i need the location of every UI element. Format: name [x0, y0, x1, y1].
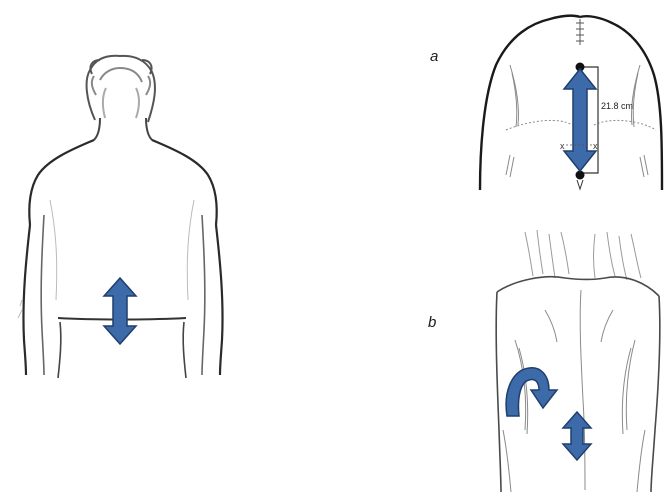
- panel-a-back-outline: [480, 16, 662, 190]
- rotation-arrow-icon: [506, 368, 557, 416]
- panel-b-figure: [485, 230, 664, 493]
- back-figure-main-drawing: [0, 0, 240, 390]
- panel-a-spine-marks: [576, 19, 584, 45]
- panel-a-left-x-mark: x: [560, 141, 565, 151]
- panel-b-back-shading: [503, 290, 645, 492]
- panel-b-label: b: [428, 314, 436, 331]
- torso-outline: [23, 140, 222, 378]
- panel-a-label: a: [430, 48, 438, 65]
- panel-a-figure: x x 21.8 cm: [470, 5, 664, 195]
- neck-outline: [94, 118, 152, 140]
- back-figure-main: [0, 0, 240, 390]
- head-outline: [87, 56, 155, 122]
- vertical-arrow-icon: [564, 69, 596, 171]
- panel-a-coccyx-mark: [577, 180, 583, 189]
- panel-a-drawing: x x 21.8 cm: [470, 5, 664, 195]
- vertical-arrow-icon: [563, 412, 591, 460]
- panel-a-measurement-label: 21.8 cm: [601, 101, 633, 111]
- vertical-arrow-icon: [104, 278, 136, 344]
- panel-b-hair-sketch: [525, 230, 641, 280]
- panel-b-drawing: [485, 230, 664, 493]
- panel-a-right-x-mark: x: [593, 141, 598, 151]
